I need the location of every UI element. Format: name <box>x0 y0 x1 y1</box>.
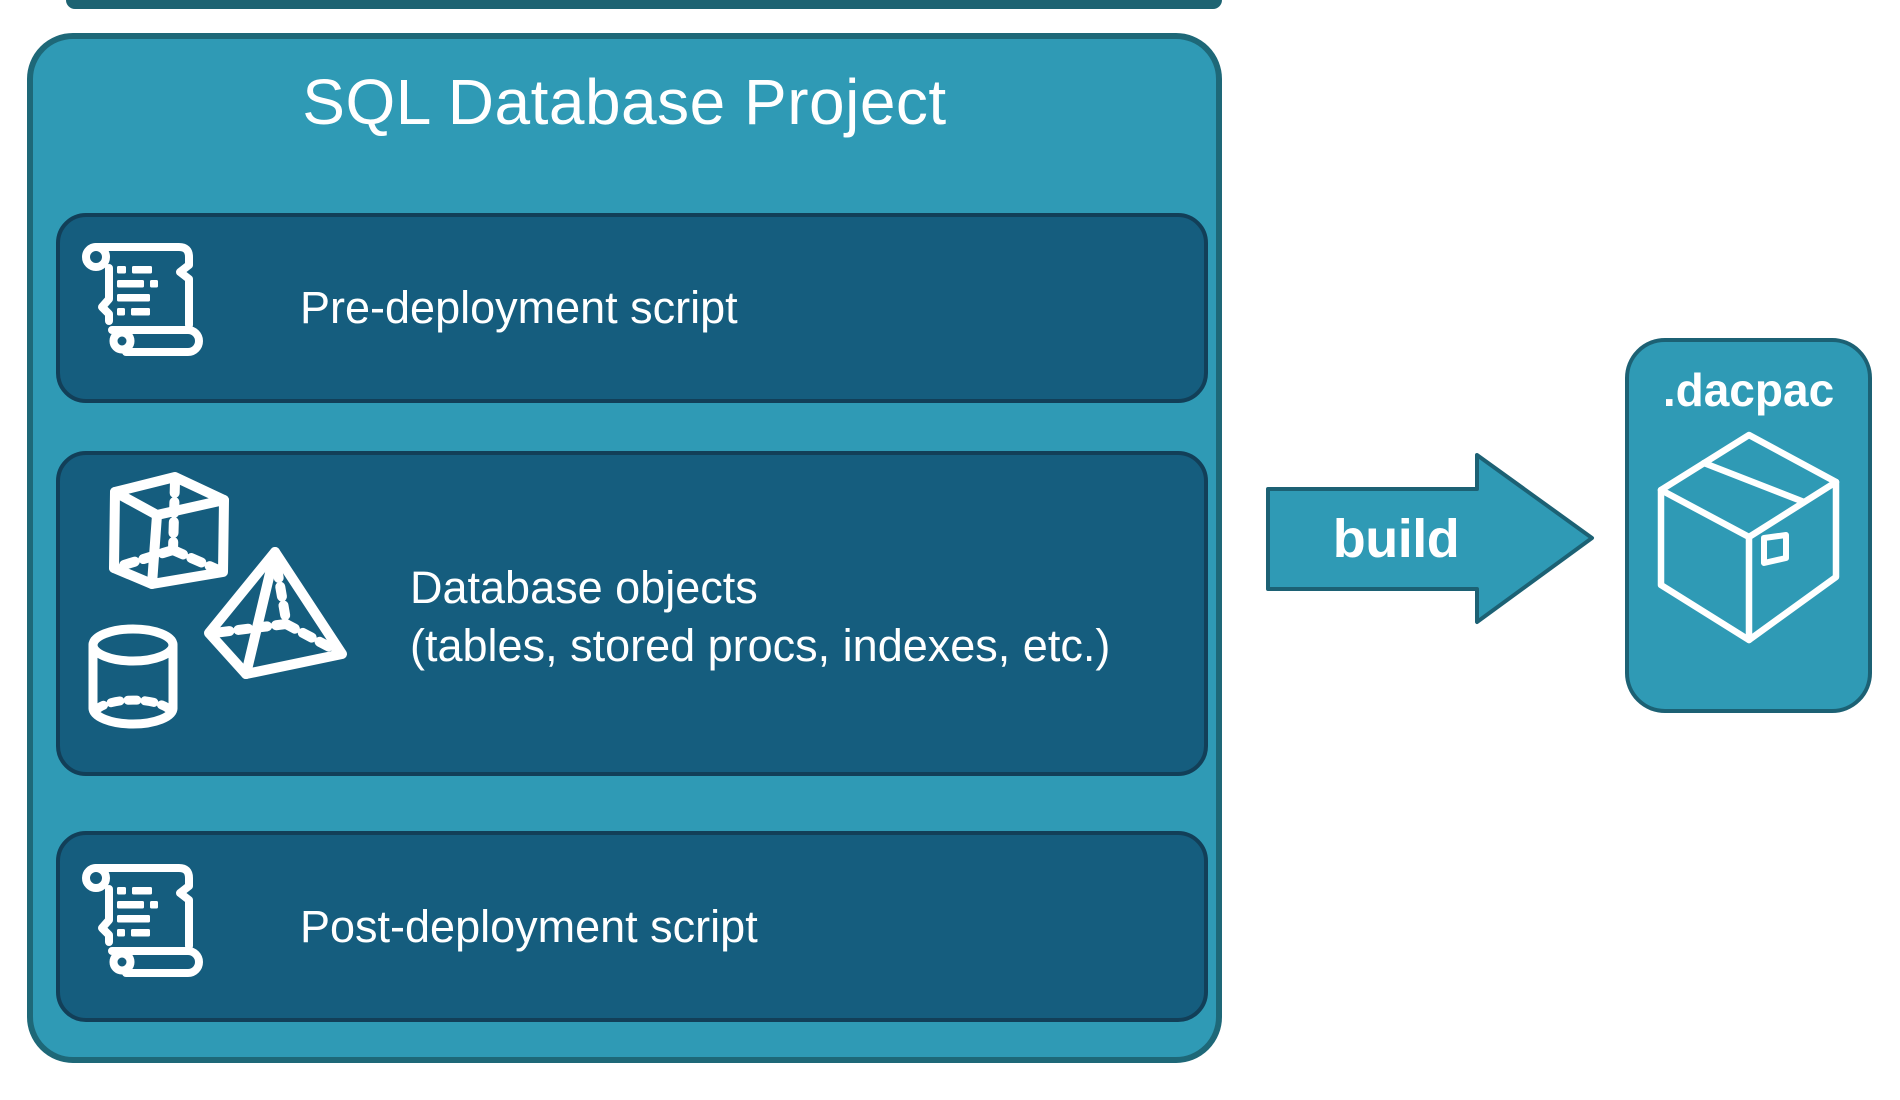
post-deployment-panel: Post-deployment script <box>56 831 1208 1022</box>
dacpac-box: .dacpac <box>1625 338 1872 713</box>
right-arrow-icon <box>1266 453 1594 624</box>
pyramid-icon <box>204 547 347 679</box>
cylinder-icon <box>88 624 178 729</box>
build-label: build <box>1332 509 1460 569</box>
build-arrow: build <box>1266 453 1596 625</box>
project-title: SQL Database Project <box>302 66 947 138</box>
package-icon <box>1657 431 1840 644</box>
scroll-icon <box>82 241 203 357</box>
panel-label: Database objects (tables, stored procs, … <box>410 455 1110 772</box>
pre-deployment-panel: Pre-deployment script <box>56 213 1208 403</box>
dacpac-title: .dacpac <box>1662 364 1835 416</box>
pre-deployment-label: Pre-deployment script <box>300 282 738 333</box>
scroll-icon <box>82 862 203 978</box>
post-deployment-label: Post-deployment script <box>300 900 758 952</box>
cropped-top-edge <box>66 0 1222 9</box>
database-objects-panel: Database objects (tables, stored procs, … <box>56 451 1208 776</box>
panel-label: Post-deployment script <box>300 835 758 1018</box>
database-objects-label: Database objects <box>410 561 758 613</box>
database-objects-sublabel: (tables, stored procs, indexes, etc.) <box>410 619 1111 671</box>
cube-icon <box>109 468 229 589</box>
sql-project-container: SQL Database Project <box>27 33 1222 1063</box>
panel-label: Pre-deployment script <box>300 217 738 399</box>
